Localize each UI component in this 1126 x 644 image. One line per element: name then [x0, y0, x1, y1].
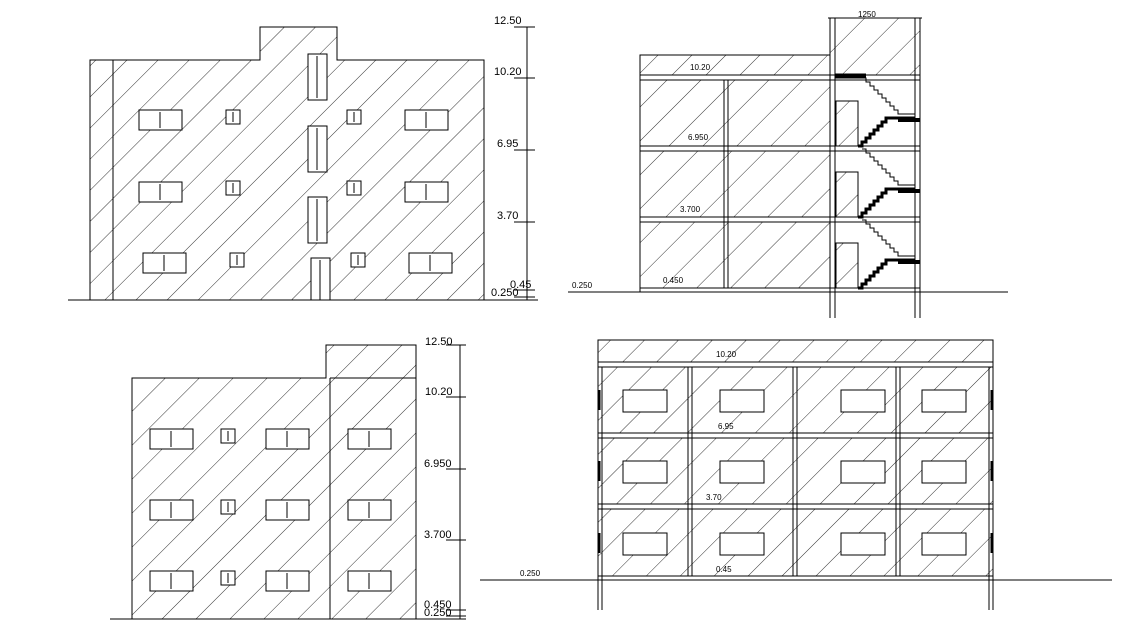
level-label: 10.20: [425, 386, 453, 398]
side-elevation: [110, 344, 466, 620]
level-label: 6.950: [424, 458, 452, 470]
level-label: 0.450: [663, 276, 684, 285]
level-label: 6.95: [497, 138, 518, 150]
level-label: 12.50: [494, 15, 522, 27]
front-elevation: [68, 26, 538, 301]
level-label: 3.700: [680, 205, 701, 214]
rear-windows: [622, 389, 967, 556]
level-label: 0.250: [424, 607, 452, 619]
level-label: 3.70: [706, 493, 722, 502]
level-label: 3.70: [497, 210, 518, 222]
level-label: 3.700: [424, 529, 452, 541]
stair-flights: [835, 73, 920, 290]
level-label: 6.950: [688, 133, 709, 142]
section-view: [568, 17, 1008, 318]
level-label: 12.50: [425, 336, 453, 348]
side-elevation-levels: 12.50 10.20 6.950 3.700 0.450 0.250: [424, 336, 453, 619]
level-label: 6.95: [718, 422, 734, 431]
section-labels: 1250 10.20 6.950 3.700 0.450 0.250: [572, 10, 876, 290]
level-label: 0.250: [491, 287, 519, 299]
level-label: 0.45: [510, 279, 531, 291]
level-label: 0.450: [424, 599, 452, 611]
level-label: 0.250: [520, 569, 541, 578]
rear-elevation-labels: 10.20 6.95 3.70 0.45 0.250: [520, 350, 737, 578]
level-label: 0.45: [716, 565, 732, 574]
rear-elevation: [480, 339, 1112, 610]
front-elevation-levels: 12.50 10.20 6.95 3.70 0.45 0.250: [491, 15, 531, 299]
level-label: 10.20: [690, 63, 711, 72]
level-label: 10.20: [494, 66, 522, 78]
level-label: 10.20: [716, 350, 737, 359]
side-windows: [149, 428, 392, 592]
level-label: 1250: [858, 10, 876, 19]
level-label: 0.250: [572, 281, 593, 290]
front-windows: [138, 53, 453, 301]
